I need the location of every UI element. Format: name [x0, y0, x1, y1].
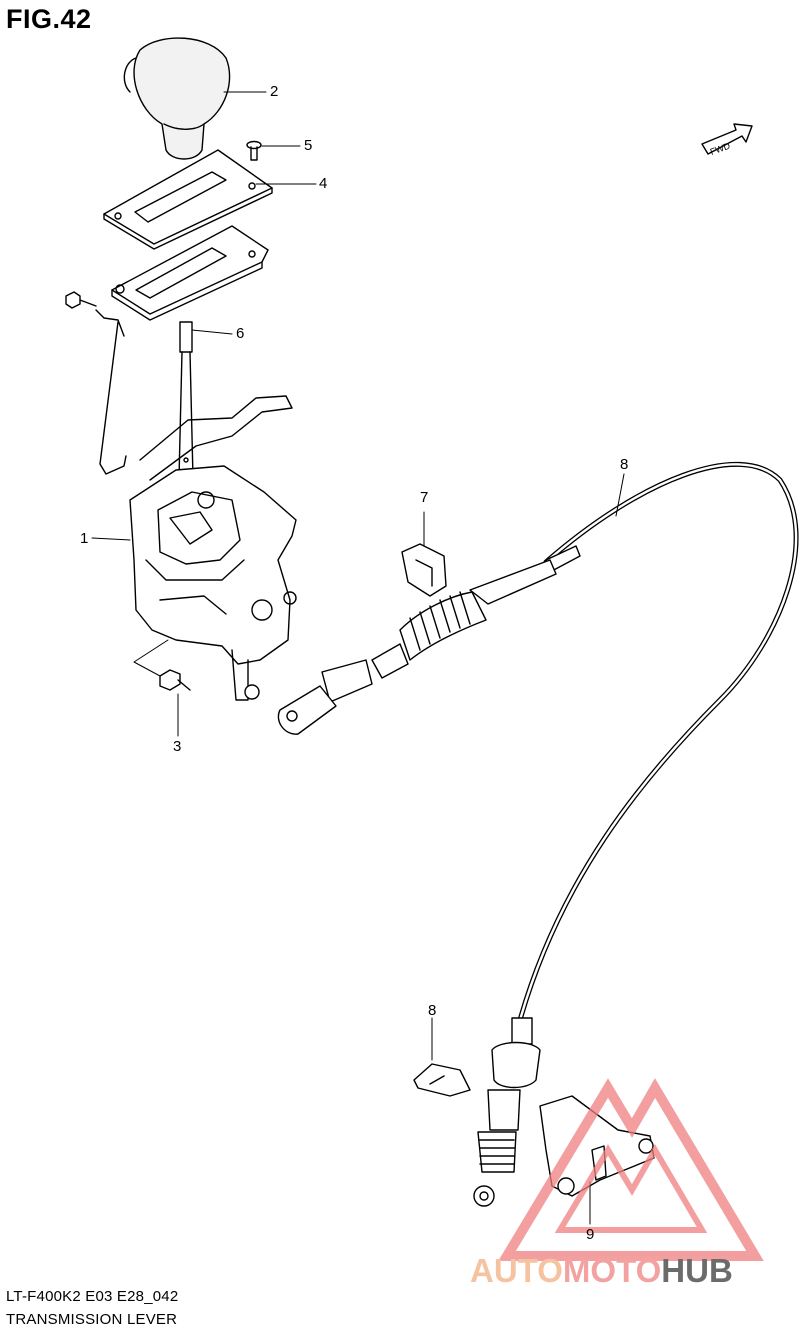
plate-bolt: [65, 291, 97, 309]
shift-cable: [277, 461, 799, 1207]
figure-code: LT-F400K2 E03 E28_042: [6, 1288, 179, 1305]
lever-housing: [129, 395, 297, 701]
callout-5: 5: [304, 137, 313, 154]
callout-3: 3: [173, 738, 182, 755]
callout-2: 2: [270, 83, 279, 100]
leader-lines: [91, 91, 625, 1225]
callout-8-upper: 7: [420, 489, 429, 506]
cable-clip-lower: [413, 1063, 471, 1097]
callout-9: 9: [586, 1226, 595, 1243]
watermark-moto: MOTO: [562, 1252, 662, 1289]
upper-gate-plate: [103, 149, 273, 250]
watermark-logo: [498, 1078, 764, 1261]
mount-bolt: [159, 669, 191, 691]
callout-4: 4: [319, 175, 328, 192]
watermark-text: AUTOMOTOHUB: [470, 1252, 733, 1290]
screw-part: [246, 140, 262, 161]
callout-7: 8: [620, 456, 629, 473]
figure-name: TRANSMISSION LEVER: [6, 1311, 178, 1328]
callout-6: 6: [236, 325, 245, 342]
watermark-auto: AUTO: [470, 1252, 563, 1289]
figure-title: FIG.42: [6, 4, 92, 34]
fwd-arrow-icon: [701, 123, 753, 155]
shift-knob: [123, 37, 231, 160]
bracket-arm: [95, 309, 127, 475]
watermark-hub: HUB: [661, 1252, 733, 1289]
cable-clip-upper: [401, 543, 447, 597]
callout-1: 1: [80, 530, 89, 547]
lower-gate-plate: [111, 225, 269, 321]
callout-8-lower: 8: [428, 1002, 437, 1019]
